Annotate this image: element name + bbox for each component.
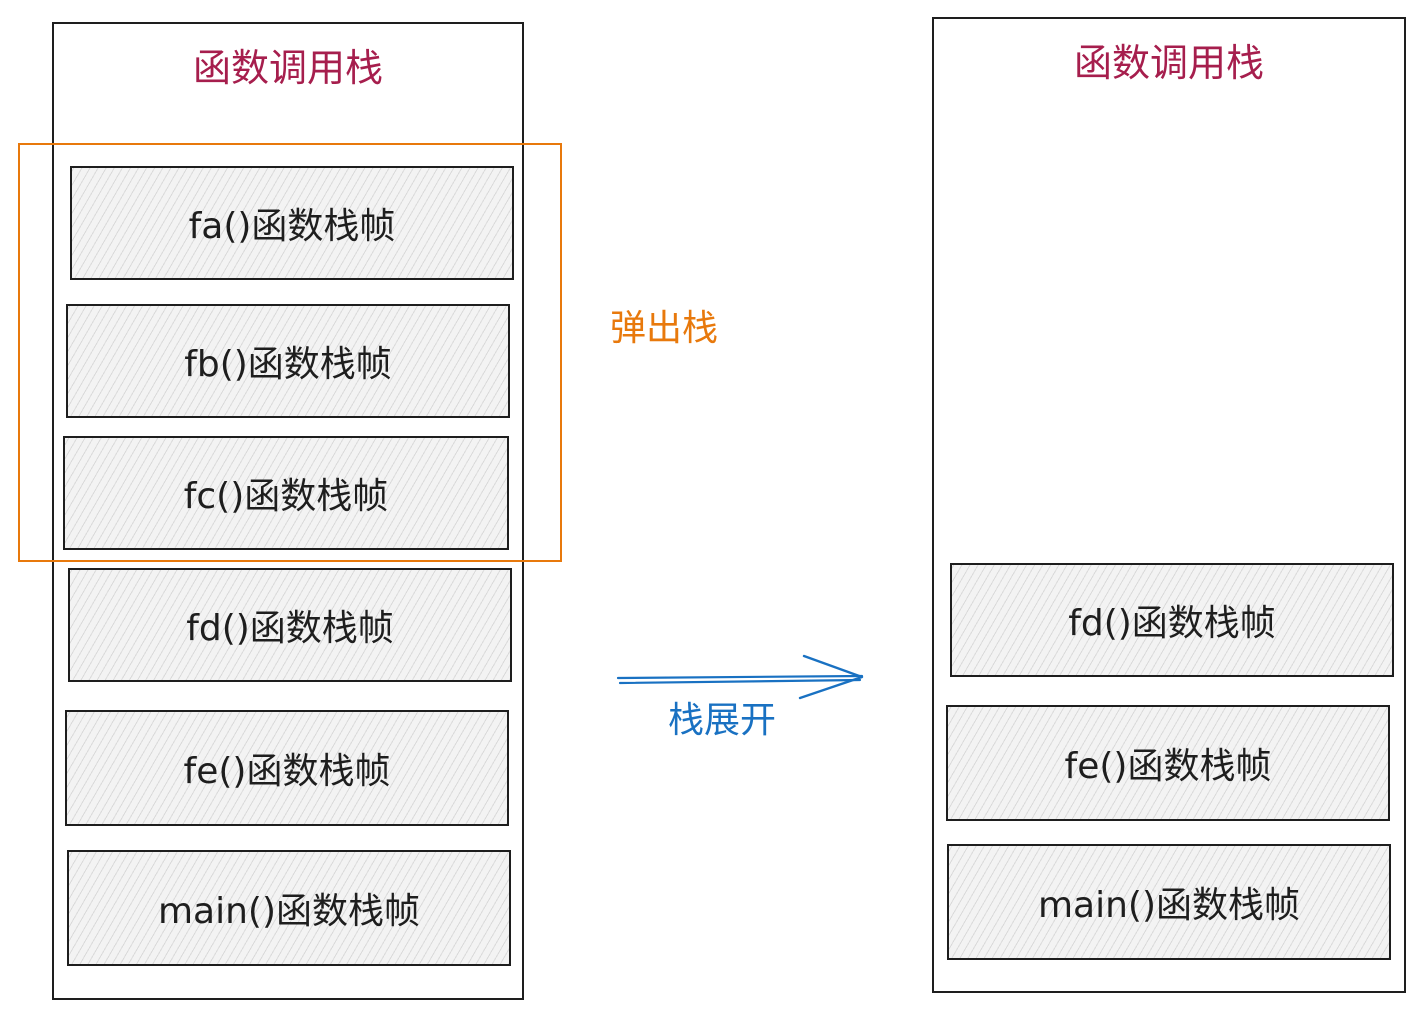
pop-stack-label: 弹出栈 bbox=[610, 308, 719, 349]
frame-fe-left: fe()函数栈帧 bbox=[65, 710, 509, 826]
frame-main-left: main()函数栈帧 bbox=[67, 850, 511, 966]
right-call-stack: 函数调用栈 bbox=[932, 17, 1406, 993]
frame-fd-right: fd()函数栈帧 bbox=[950, 563, 1394, 677]
frame-fb: fb()函数栈帧 bbox=[66, 304, 510, 418]
right-stack-title: 函数调用栈 bbox=[1073, 41, 1264, 85]
unwind-arrow-icon bbox=[616, 654, 864, 700]
unwind-label: 栈展开 bbox=[668, 700, 777, 741]
frame-fa: fa()函数栈帧 bbox=[70, 166, 514, 280]
frame-fe-right: fe()函数栈帧 bbox=[946, 705, 1390, 821]
frame-fc: fc()函数栈帧 bbox=[63, 436, 509, 550]
frame-fd-left: fd()函数栈帧 bbox=[68, 568, 512, 682]
pop-selection-box bbox=[18, 143, 562, 562]
frame-main-right: main()函数栈帧 bbox=[947, 844, 1391, 960]
left-stack-title: 函数调用栈 bbox=[192, 46, 383, 90]
